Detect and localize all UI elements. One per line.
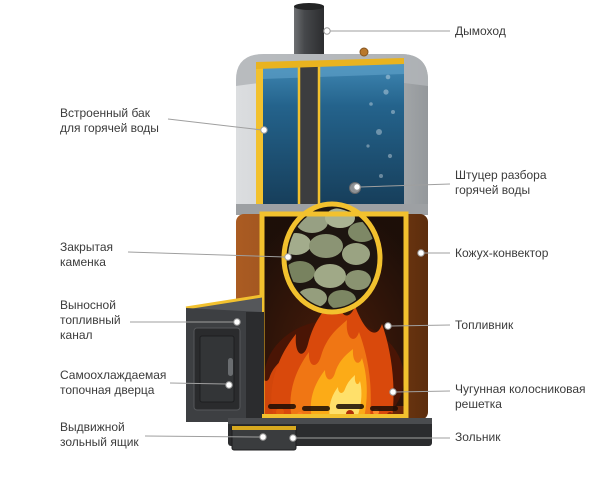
label-fuel-channel: Выносной топливный канал	[60, 298, 121, 342]
water-bubbles	[366, 74, 395, 178]
label-built-in-tank: Встроенный бак для горячей воды	[60, 106, 159, 135]
label-hot-water-fitting: Штуцер разбора горячей воды	[455, 168, 547, 197]
tank-knob	[359, 47, 369, 57]
label-closed-kamenka: Закрытая каменка	[60, 240, 114, 269]
callout-dot-grate	[389, 388, 397, 396]
callout-line-firebox	[390, 324, 451, 327]
callout-dot-firebox	[384, 322, 392, 330]
callout-dot-tank	[260, 126, 268, 134]
callout-lines	[127, 30, 451, 439]
label-cast-iron-grate: Чугунная колосниковая решетка	[455, 382, 586, 411]
fuel-channel	[185, 294, 264, 422]
stone-chamber	[281, 201, 383, 315]
callout-dot-ashbox	[259, 433, 267, 441]
water-tank	[236, 47, 428, 216]
label-ash-pan: Зольник	[455, 430, 501, 444]
callout-dots	[225, 27, 425, 442]
callout-line-fitting	[359, 183, 451, 188]
callout-line-tank	[167, 118, 263, 131]
label-firebox: Топливник	[455, 318, 514, 332]
inner-chimney	[297, 60, 321, 216]
callout-dot-ashpan	[289, 434, 297, 442]
tank-water	[262, 62, 404, 208]
label-ash-drawer: Выдвижной зольный ящик	[60, 420, 139, 449]
callout-line-grate	[395, 390, 451, 393]
firebox-door	[193, 327, 241, 411]
callout-dot-stones	[284, 253, 292, 261]
callout-dot-door	[225, 381, 233, 389]
label-self-cooling-door: Самоохлаждаемая топочная дверца	[60, 368, 167, 397]
callout-line-ashbox	[144, 435, 261, 438]
callout-dot-fitting	[353, 183, 361, 191]
callout-line-door	[169, 382, 227, 385]
cast-iron-grate	[268, 404, 398, 411]
callout-line-stones	[127, 251, 286, 258]
label-chimney: Дымоход	[455, 24, 506, 38]
callout-dot-convector	[417, 249, 425, 257]
label-convector-casing: Кожух-конвектор	[455, 246, 549, 260]
door-handle	[228, 358, 233, 376]
callout-dot-channel	[233, 318, 241, 326]
stove-base	[228, 414, 432, 451]
callout-dot-chimney	[323, 27, 331, 35]
